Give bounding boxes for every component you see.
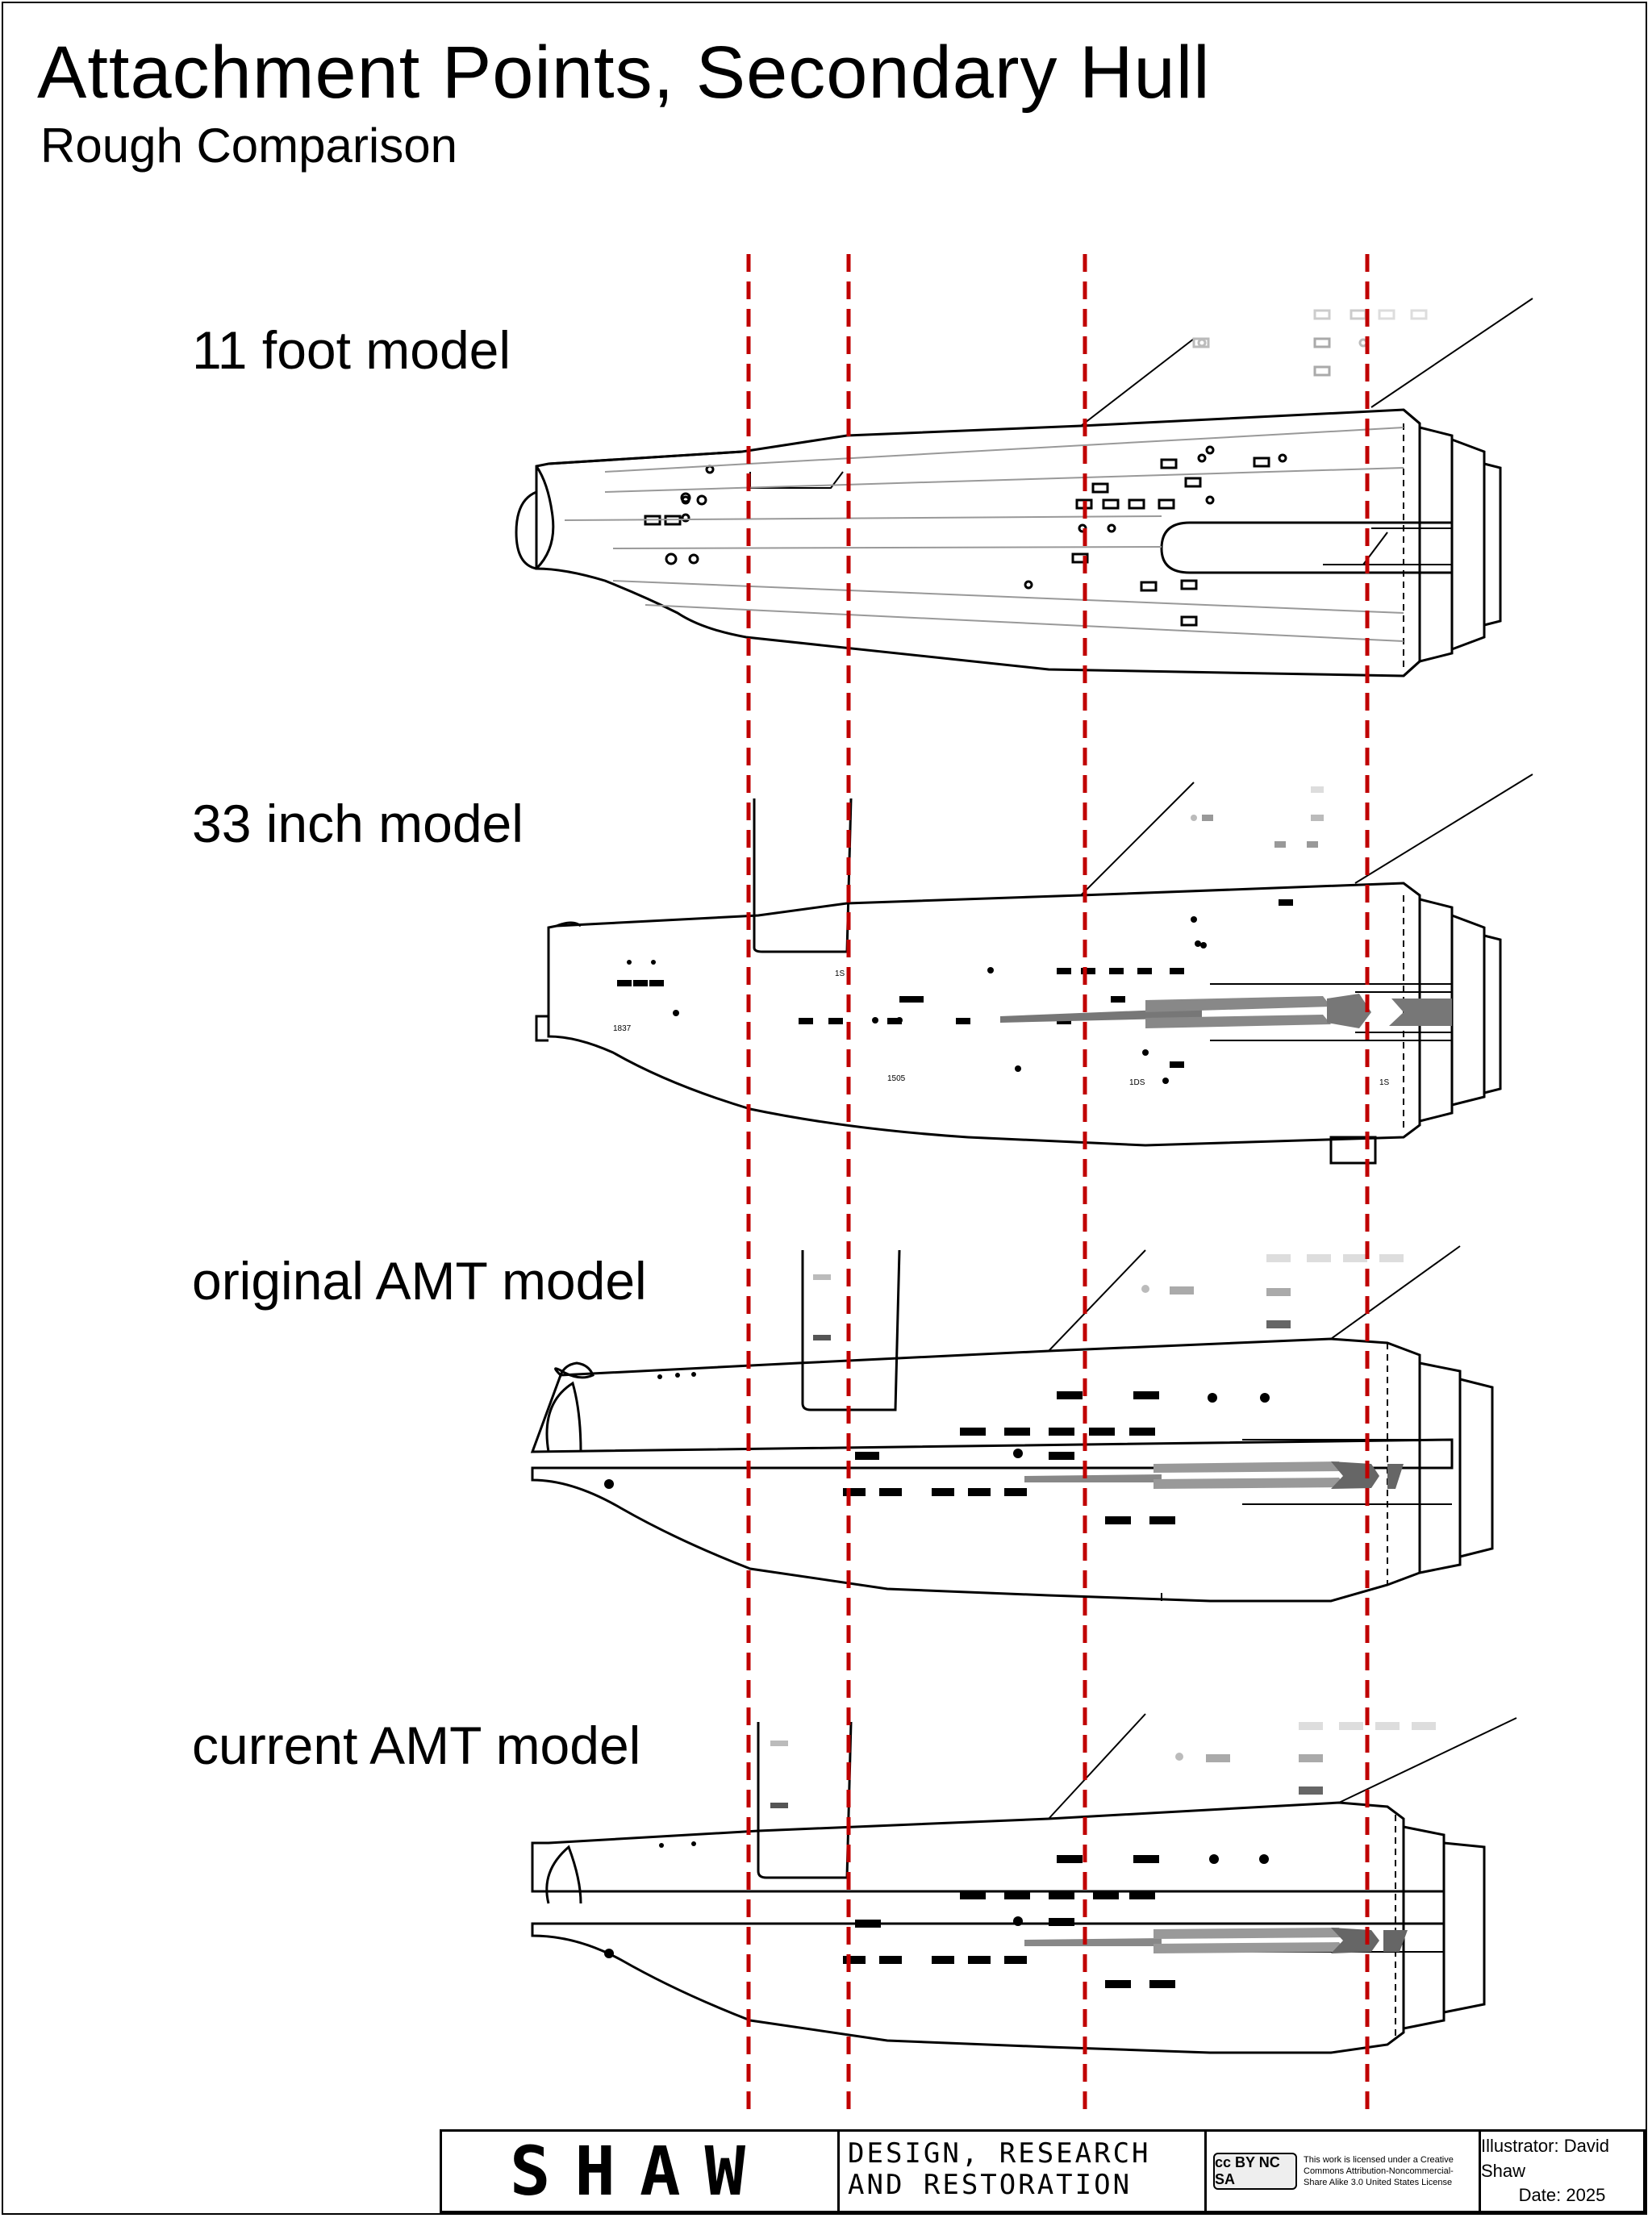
hull-11-foot [515, 298, 1533, 677]
markings-original-amt [604, 1254, 1404, 1524]
hull-current-amt [531, 1713, 1517, 2054]
license-block: cc BY NC SA This work is licensed under … [1207, 2132, 1481, 2211]
title-block: SHAW Design, Research and Restoration cc… [440, 2129, 1646, 2213]
model-label-original-amt: original AMT model [192, 1251, 647, 1311]
design-text: Design, Research and Restoration [840, 2132, 1207, 2211]
stamp: 1S [835, 969, 845, 978]
model-label-current-amt: current AMT model [192, 1716, 641, 1775]
cc-license-icon[interactable]: cc BY NC SA [1213, 2153, 1297, 2190]
model-label-11-foot: 11 foot model [192, 320, 511, 380]
model-label-33-inch: 33 inch model [192, 794, 524, 853]
markings-33-inch [617, 786, 1452, 1084]
shaw-logo: SHAW [442, 2132, 840, 2211]
hull-33-inch [535, 773, 1533, 1165]
stamp: 1837 [613, 1024, 632, 1033]
stamp: 1505 [887, 1074, 906, 1083]
design-line-1: Design, Research [848, 2137, 1151, 2170]
date: Date: 2025 [1518, 2185, 1606, 2206]
stamp: 1DS [1129, 1078, 1145, 1087]
illustrator: Illustrator: David Shaw [1481, 2135, 1609, 2181]
page-subtitle: Rough Comparison [40, 119, 457, 173]
design-line-2: and Restoration [848, 2169, 1133, 2202]
panel-lines-11-foot [564, 427, 1404, 642]
page-title: Attachment Points, Secondary Hull [37, 31, 1211, 114]
hull-original-amt [530, 1245, 1494, 1603]
credits: Illustrator: David Shaw Date: 2025 [1481, 2132, 1643, 2211]
license-text: This work is licensed under a Creative C… [1304, 2154, 1454, 2188]
stamp: 1S [1379, 1078, 1390, 1087]
attachment-guide-lines [746, 254, 1370, 2117]
stamps-33-inch: 1S 1837 1505 1DS 1S [613, 969, 1390, 1087]
markings-current-amt [604, 1722, 1436, 1988]
